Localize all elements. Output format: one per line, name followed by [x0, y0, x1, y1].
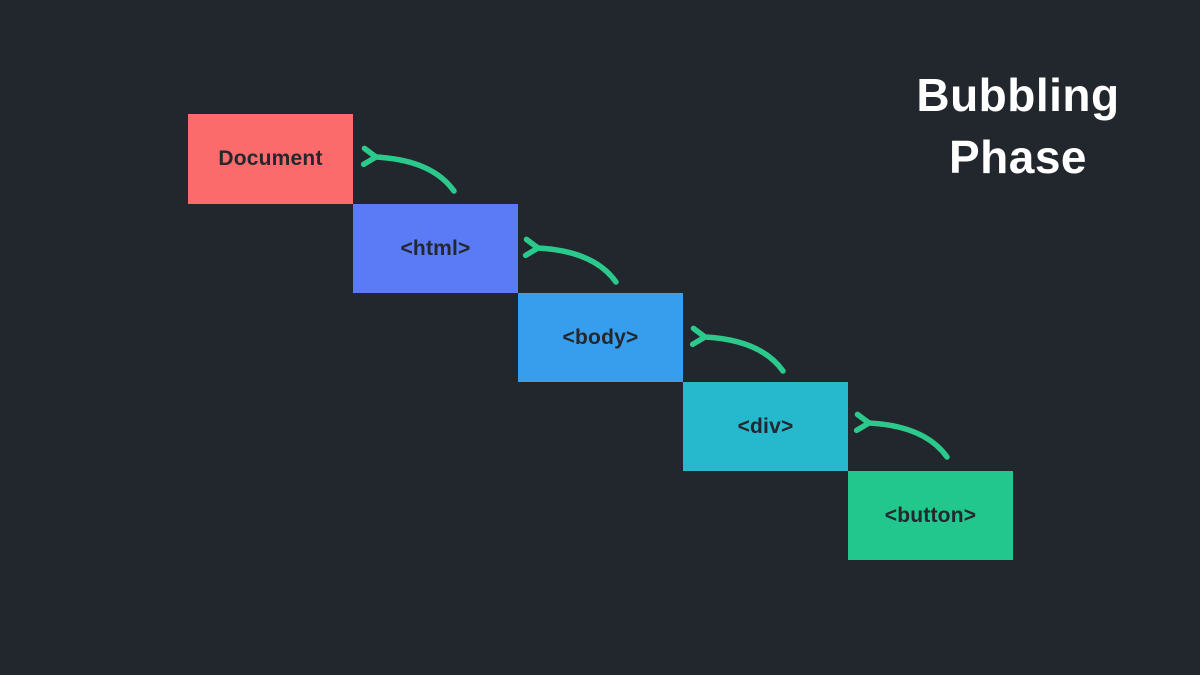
node-document-label: Document	[218, 147, 323, 170]
node-body-label: <body>	[562, 325, 639, 349]
arrow-curve	[853, 411, 950, 460]
arrow-curve	[360, 145, 457, 194]
title-line-2: Phase	[948, 131, 1088, 184]
node-html-label: <html>	[400, 236, 471, 260]
node-button: <button>	[848, 471, 1013, 560]
bubble-arrow-button-to-div-icon	[853, 411, 950, 460]
node-body: <body>	[518, 293, 683, 382]
bubble-arrow-body-to-html-icon	[522, 236, 619, 285]
node-div: <div>	[683, 382, 848, 471]
title-line-1: Bubbling	[916, 69, 1120, 121]
arrow-curve	[689, 325, 786, 374]
node-div-label: <div>	[737, 414, 794, 438]
node-button-label: <button>	[884, 503, 977, 527]
bubble-arrow-div-to-body-icon	[689, 325, 786, 374]
node-html: <html>	[353, 204, 518, 293]
node-document: Document	[188, 114, 353, 204]
diagram-title: Bubbling Phase	[848, 64, 1188, 188]
arrow-curve	[522, 236, 619, 285]
bubble-arrow-html-to-document-icon	[360, 145, 457, 194]
